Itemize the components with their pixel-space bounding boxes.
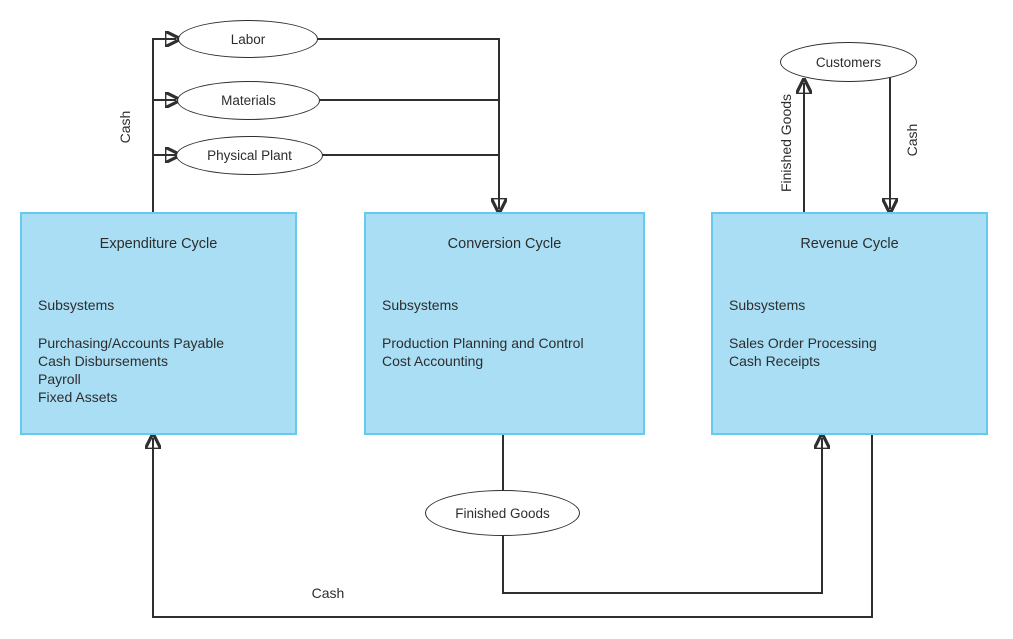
expenditure-subsystem-item: Fixed Assets <box>38 389 118 405</box>
labor-to-conversion-line <box>316 38 499 209</box>
cash-from-customers-label: Cash <box>904 123 920 157</box>
conversion-subsystems-heading: Subsystems <box>382 297 459 313</box>
customers-node: Customers <box>780 42 917 82</box>
expenditure-subsystems-heading: Subsystems <box>38 297 115 313</box>
cash-to-resources-label: Cash <box>117 110 133 144</box>
revenue-subsystem-item: Sales Order Processing <box>729 335 877 351</box>
expenditure-subsystems-list: Purchasing/Accounts Payable Cash Disburs… <box>38 334 295 406</box>
materials-node: Materials <box>177 81 320 120</box>
finished-goods-node: Finished Goods <box>425 490 580 536</box>
expenditure-cycle-title: Expenditure Cycle <box>99 236 218 252</box>
revenue-cycle-title: Revenue Cycle <box>800 236 899 252</box>
expenditure-subsystem-item: Payroll <box>38 371 81 387</box>
conversion-subsystems-list: Production Planning and Control Cost Acc… <box>382 334 643 370</box>
expenditure-subsystem-item: Purchasing/Accounts Payable <box>38 335 224 351</box>
revenue-subsystem-item: Cash Receipts <box>729 353 821 369</box>
expenditure-subsystem-item: Cash Disbursements <box>38 353 168 369</box>
physical-plant-node: Physical Plant <box>176 136 323 175</box>
conversion-subsystem-item: Cost Accounting <box>382 353 484 369</box>
finished-goods-to-customers-label: Finished Goods <box>778 93 794 193</box>
finished-goods-label: Finished Goods <box>455 505 550 521</box>
revenue-cash-to-expenditure-line <box>153 435 873 618</box>
revenue-subsystems-heading: Subsystems <box>729 297 806 313</box>
physical-plant-label: Physical Plant <box>207 148 292 163</box>
finished-goods-to-revenue-line <box>502 438 822 594</box>
materials-label: Materials <box>221 93 276 108</box>
conversion-subsystem-item: Production Planning and Control <box>382 335 584 351</box>
customers-label: Customers <box>815 54 882 70</box>
revenue-cycle-box: Revenue Cycle Subsystems Sales Order Pro… <box>711 212 988 435</box>
cash-bottom-label: Cash <box>311 585 345 601</box>
expenditure-cycle-box: Expenditure Cycle Subsystems Purchasing/… <box>20 212 297 435</box>
labor-node: Labor <box>178 20 318 58</box>
labor-label: Labor <box>230 31 266 47</box>
revenue-subsystems-list: Sales Order Processing Cash Receipts <box>729 334 986 370</box>
conversion-cycle-box: Conversion Cycle Subsystems Production P… <box>364 212 645 435</box>
conversion-cycle-title: Conversion Cycle <box>447 236 562 252</box>
cash-to-labor-line <box>152 39 176 212</box>
